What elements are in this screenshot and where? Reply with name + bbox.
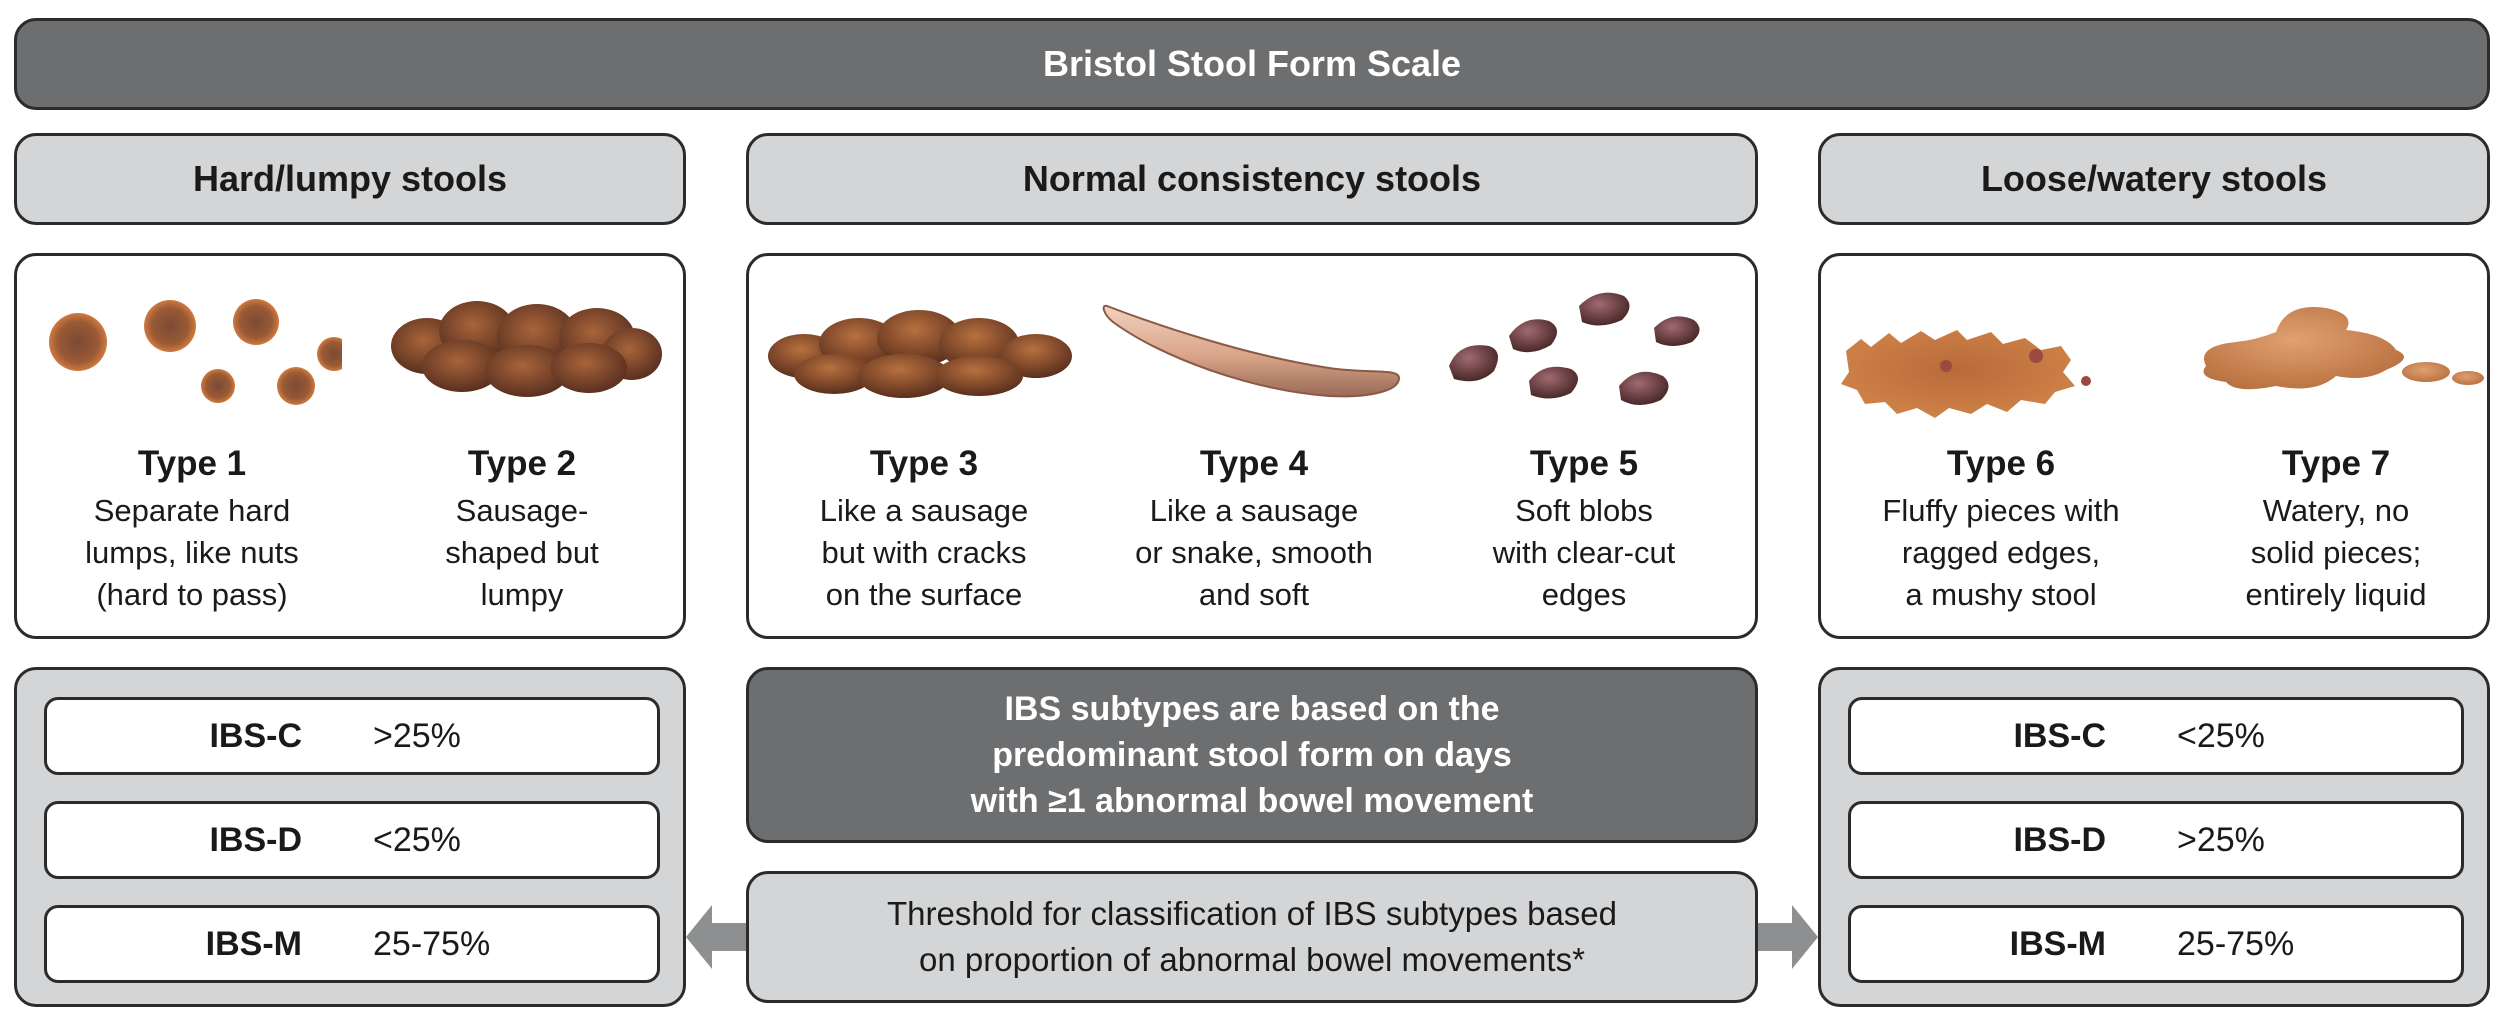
ibs-label: IBS-C xyxy=(2013,717,2106,755)
type-5-illustration xyxy=(1449,292,1700,405)
type-6-name: Type 6 xyxy=(1946,444,2056,483)
arrow-right-icon xyxy=(1758,905,1818,969)
ibs-label: IBS-C xyxy=(209,717,302,755)
ibs-row-d: IBS-D >25% xyxy=(1848,801,2464,879)
ibs-value: >25% xyxy=(2177,821,2265,859)
ibs-label: IBS-M xyxy=(205,925,302,963)
header-label: Hard/lumpy stools xyxy=(192,158,508,199)
ibs-value: >25% xyxy=(373,717,461,755)
header-normal: Normal consistency stools xyxy=(746,133,1758,225)
type-5-name: Type 5 xyxy=(1529,444,1639,483)
ibs-value: <25% xyxy=(373,821,461,859)
ibs-label: IBS-D xyxy=(209,821,302,859)
ibs-row-d: IBS-D <25% xyxy=(44,801,660,879)
type-3-illustration xyxy=(768,310,1072,398)
ibs-label: IBS-M xyxy=(2009,925,2106,963)
ibs-value: <25% xyxy=(2177,717,2265,755)
ibs-panel-hard: IBS-C >25% IBS-D <25% IBS-M 25-75% xyxy=(14,667,686,1007)
type-2-illustration xyxy=(391,301,662,397)
header-hard-lumpy: Hard/lumpy stools xyxy=(14,133,686,225)
type-1-illustration xyxy=(49,299,342,405)
ibs-label: IBS-D xyxy=(2013,821,2106,859)
type-7-name: Type 7 xyxy=(2281,444,2391,483)
arrow-left-icon xyxy=(686,905,746,969)
ibs-value: 25-75% xyxy=(373,925,491,963)
header-loose-watery: Loose/watery stools xyxy=(1818,133,2490,225)
ibs-value: 25-75% xyxy=(2177,925,2295,963)
ibs-row-m: IBS-M 25-75% xyxy=(1848,905,2464,983)
type-2-name: Type 2 xyxy=(467,444,577,483)
type-7-illustration xyxy=(2203,307,2484,390)
header-label: Loose/watery stools xyxy=(1980,158,2328,199)
header-label: Normal consistency stools xyxy=(1022,158,1482,199)
type-6-illustration xyxy=(1841,330,2091,418)
title-bar: Bristol Stool Form Scale xyxy=(14,18,2490,110)
type-4-name: Type 4 xyxy=(1199,444,1309,483)
ibs-panel-loose: IBS-C <25% IBS-D >25% IBS-M 25-75% xyxy=(1818,667,2490,1007)
ibs-subtype-note: IBS subtypes are based on the predominan… xyxy=(746,667,1758,843)
diagram-title: Bristol Stool Form Scale xyxy=(1042,43,1462,84)
threshold-note: Threshold for classification of IBS subt… xyxy=(746,871,1758,1003)
ibs-row-c: IBS-C >25% xyxy=(44,697,660,775)
type-3-name: Type 3 xyxy=(869,444,979,483)
type-1-name: Type 1 xyxy=(137,444,247,483)
type-4-illustration xyxy=(1102,304,1401,398)
ibs-row-m: IBS-M 25-75% xyxy=(44,905,660,983)
ibs-row-c: IBS-C <25% xyxy=(1848,697,2464,775)
